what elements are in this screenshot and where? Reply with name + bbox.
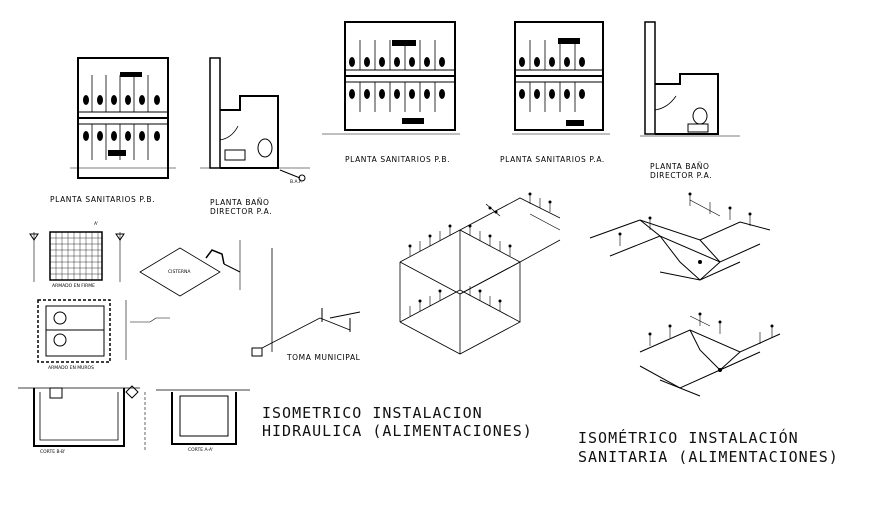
label-planta-sanitarios-pa: PLANTA SANITARIOS P.A. [500, 155, 605, 164]
label-planta-bano-right-line2: DIRECTOR P.A. [650, 171, 713, 180]
label-corte-bb: CORTE B-B' [40, 450, 66, 455]
isometric-sanitary-network-lower [639, 312, 781, 397]
label-toma-municipal: TOMA MUNICIPAL [287, 353, 361, 362]
toma-municipal-riser [251, 248, 361, 357]
corte-aa-section [156, 389, 250, 445]
label-planta-bano-right-line1: PLANTA BAÑO [650, 162, 710, 171]
title-hidraulica-line1: ISOMETRICO INSTALACION [262, 404, 483, 422]
title-sanitaria-line1: ISOMÉTRICO INSTALACIÓN [578, 429, 799, 447]
label-armado-muros: ARMADO EN MUROS [48, 366, 94, 371]
corte-bb-section [18, 385, 146, 450]
label-planta-sanitarios-pb-center: PLANTA SANITARIOS P.B. [345, 155, 451, 164]
label-section-a: A' [94, 222, 99, 227]
cisterna-isometric [139, 240, 241, 297]
label-planta-sanitarios-pb-left: PLANTA SANITARIOS P.B. [50, 195, 156, 204]
plan-bano-director-left [200, 57, 310, 182]
label-planta-bano-left-line2: DIRECTOR P.A. [210, 207, 273, 216]
label-baf: B.A.F. [290, 180, 303, 185]
label-armado-firme: ARMADO EN FIRME [52, 284, 96, 289]
armado-en-muros-plan [37, 299, 170, 363]
isometric-hydraulic-network [399, 192, 561, 355]
plan-bano-director-right [640, 21, 740, 137]
title-sanitaria-line2: SANITARIA (ALIMENTACIONES) [578, 448, 839, 466]
armado-en-firme-plan [29, 231, 125, 282]
label-cisterna: CISTERNA [168, 270, 191, 275]
plan-sanitarios-pb-left [70, 57, 176, 179]
label-corte-aa: CORTE A-A' [188, 448, 214, 453]
title-hidraulica-line2: HIDRAULICA (ALIMENTACIONES) [262, 422, 533, 440]
isometric-sanitary-network-upper [589, 192, 771, 281]
plan-sanitarios-pb-center [322, 21, 460, 135]
plan-sanitarios-pa [512, 21, 610, 135]
label-planta-bano-left-line1: PLANTA BAÑO [210, 198, 270, 207]
